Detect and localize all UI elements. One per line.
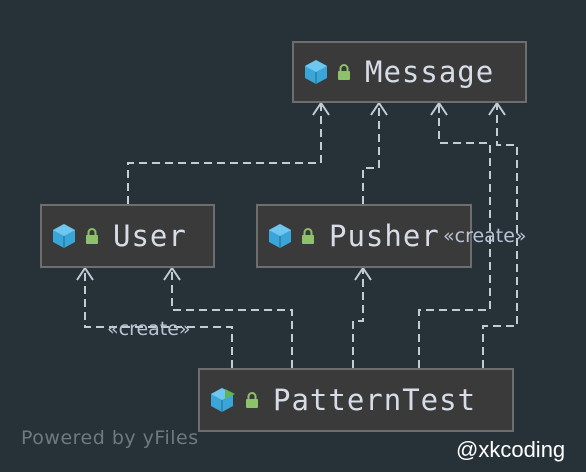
node-pusher[interactable]: Pusher	[256, 204, 472, 268]
edge-pusher-message	[362, 103, 380, 204]
edge-label-create: «create»	[443, 225, 527, 247]
node-label-pusher: Pusher	[329, 219, 440, 253]
arrowhead	[354, 266, 372, 281]
node-label-user: User	[113, 219, 187, 253]
arrowhead	[163, 266, 181, 281]
lock-icon	[301, 228, 315, 244]
node-message[interactable]: Message	[292, 41, 527, 103]
edge-patterntest-user-a	[84, 268, 233, 368]
class-icon	[268, 223, 292, 249]
class-icon	[304, 59, 328, 85]
node-user[interactable]: User	[40, 204, 215, 268]
arrowhead	[430, 101, 448, 116]
lock-icon	[245, 392, 259, 408]
class-icon	[52, 223, 76, 249]
watermark: @xkcoding	[456, 437, 566, 462]
arrowhead	[488, 101, 506, 116]
edge-patterntest-pusher	[352, 268, 364, 368]
edge-patterntest-user-b	[171, 268, 293, 368]
powered-by-label: Powered by yFiles	[21, 427, 199, 449]
node-label-message: Message	[365, 55, 495, 89]
arrowhead	[370, 101, 388, 116]
node-patterntest[interactable]: PatternTest	[198, 368, 514, 432]
edge-label-create: «create»	[107, 318, 191, 340]
arrowhead	[76, 266, 94, 281]
edge-user-message	[127, 103, 322, 204]
lock-icon	[337, 64, 351, 80]
edge-patterntest-message-a	[418, 103, 491, 368]
lock-icon	[85, 228, 99, 244]
arrowhead	[312, 101, 330, 116]
runnable-class-icon	[210, 387, 236, 413]
node-label-patterntest: PatternTest	[273, 383, 477, 417]
